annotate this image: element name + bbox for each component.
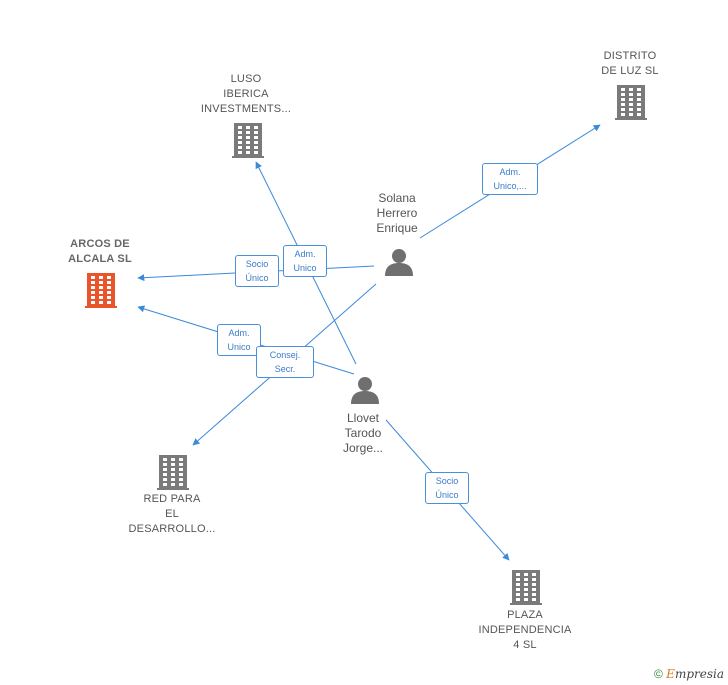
plaza-line-3: 4 SL (513, 639, 537, 651)
plaza-line-1: PLAZA (507, 609, 543, 621)
solana-line-2: Herrero (376, 206, 418, 220)
red-building-icon[interactable] (157, 455, 189, 490)
luso-line-3: INVESTMENTS... (200, 103, 292, 115)
red-line-2: EL (165, 508, 179, 520)
solana-line-3: Enrique (376, 221, 418, 235)
llovet-person-icon[interactable] (351, 377, 379, 404)
rel-line: Socio (435, 476, 459, 486)
llovet-line-1: Llovet (346, 411, 380, 425)
rel-line: Unico (227, 342, 251, 352)
relation-llovet-luso[interactable]: Adm. Unico (283, 245, 327, 277)
arcos-building-icon[interactable] (85, 273, 117, 308)
red-line-1: RED PARA (143, 493, 201, 505)
rel-line: Unico (293, 263, 317, 273)
node-icons (85, 85, 647, 605)
node-plaza-label[interactable]: PLAZA INDEPENDENCIA 4 SL (470, 608, 580, 653)
rel-line: Único (245, 273, 269, 283)
relation-llovet-plaza[interactable]: Socio Único (425, 472, 469, 504)
luso-line-2: IBERICA (223, 88, 269, 100)
arcos-line-2: ALCALA SL (68, 253, 132, 265)
rel-line: Socio (245, 259, 269, 269)
distrito-building-icon[interactable] (615, 85, 647, 120)
distrito-line-1: DISTRITO (603, 50, 657, 62)
llovet-line-3: Jorge... (342, 441, 384, 455)
node-arcos-label[interactable]: ARCOS DE ALCALA SL (50, 237, 150, 267)
luso-building-icon[interactable] (232, 123, 264, 158)
copyright-credit: © Empresia (654, 667, 724, 681)
luso-line-1: LUSO (230, 73, 262, 85)
brand-rest: mpresia (674, 667, 724, 681)
distrito-line-2: DE LUZ SL (601, 65, 659, 77)
node-llovet-label[interactable]: Llovet Tarodo Jorge... (318, 411, 408, 456)
rel-line: Adm. (228, 328, 250, 338)
copyright-icon: © (653, 667, 663, 681)
llovet-line-2: Tarodo (344, 426, 382, 440)
rel-line: Secr. (274, 364, 296, 374)
solana-line-1: Solana (378, 191, 416, 205)
plaza-line-2: INDEPENDENCIA (478, 624, 572, 636)
solana-person-icon[interactable] (385, 249, 413, 276)
node-distrito-label[interactable]: DISTRITO DE LUZ SL (580, 49, 680, 79)
rel-line: Único (435, 490, 459, 500)
rel-line: Unico,... (493, 181, 527, 191)
brand-logo: Empresia (666, 667, 724, 681)
node-solana-label[interactable]: Solana Herrero Enrique (352, 191, 442, 236)
relation-llovet-arcos[interactable]: Adm. Unico (217, 324, 261, 356)
relation-solana-arcos[interactable]: Socio Único (235, 255, 279, 287)
brand-initial: E (666, 667, 675, 681)
relation-solana-red[interactable]: Consej. Secr. (256, 346, 314, 378)
relation-solana-distrito[interactable]: Adm. Unico,... (482, 163, 538, 195)
arcos-line-1: ARCOS DE (70, 238, 130, 250)
node-red-label[interactable]: RED PARA EL DESARROLLO... (122, 492, 222, 537)
rel-line: Consej. (269, 350, 301, 360)
node-luso-label[interactable]: LUSO IBERICA INVESTMENTS... (196, 72, 296, 117)
red-line-3: DESARROLLO... (128, 523, 216, 535)
plaza-building-icon[interactable] (510, 570, 542, 605)
rel-line: Adm. (294, 249, 316, 259)
rel-line: Adm. (499, 167, 521, 177)
